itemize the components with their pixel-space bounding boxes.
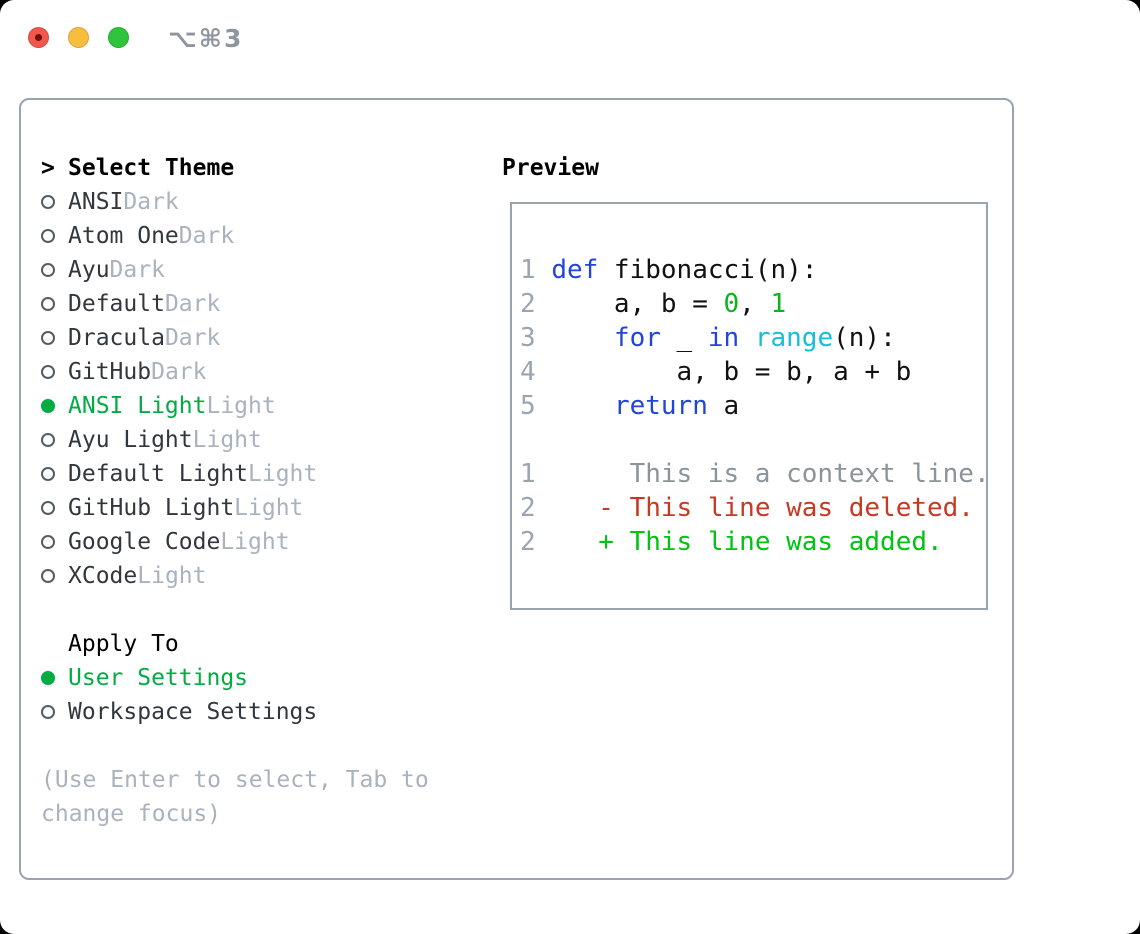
radio-icon — [41, 569, 55, 583]
radio-icon — [41, 331, 55, 345]
theme-picker-panel: > Select Theme ANSI Dark Atom One Dark Ay… — [19, 98, 1014, 880]
radio-icon — [41, 705, 55, 719]
preview-code-box: 1 def fibonacci(n): 2 a, b = 0, 1 3 for … — [510, 202, 990, 610]
code-line: 1 def fibonacci(n): — [520, 255, 818, 285]
theme-option-ansi-dark[interactable]: ANSI Dark — [41, 185, 179, 219]
theme-option-ansi-light[interactable]: ANSI Light Light — [41, 389, 276, 423]
close-button[interactable] — [28, 27, 49, 48]
theme-option-github-dark[interactable]: GitHub Dark — [41, 355, 206, 389]
preview-title: Preview — [502, 155, 599, 181]
select-theme-title: Select Theme — [68, 155, 235, 181]
theme-option-default-dark[interactable]: Default Dark — [41, 287, 220, 321]
blank-line — [520, 423, 986, 457]
minimize-button[interactable] — [68, 27, 89, 48]
apply-option-user-settings[interactable]: User Settings — [41, 661, 248, 695]
titlebar: ⌥⌘3 — [0, 0, 1140, 75]
radio-icon — [41, 433, 55, 447]
apply-option-workspace-settings[interactable]: Workspace Settings — [41, 695, 317, 729]
radio-selected-icon — [41, 399, 55, 413]
theme-option-default-light[interactable]: Default Light Light — [41, 457, 317, 491]
window-title-shortcut: ⌥⌘3 — [168, 24, 244, 53]
theme-option-xcode[interactable]: XCode Light — [41, 559, 207, 593]
code-line: 5 return a — [520, 391, 740, 421]
radio-icon — [41, 263, 55, 277]
theme-option-google-code[interactable]: Google Code Light — [41, 525, 290, 559]
code-line: 2 a, b = 0, 1 — [520, 289, 787, 319]
radio-icon — [41, 501, 55, 515]
focus-caret-icon: > — [41, 155, 55, 181]
select-theme-header: > Select Theme — [41, 151, 234, 185]
radio-icon — [41, 467, 55, 481]
radio-icon — [41, 195, 55, 209]
radio-icon — [41, 297, 55, 311]
theme-option-atom-one-dark[interactable]: Atom One Dark — [41, 219, 234, 253]
apply-to-title: Apply To — [68, 631, 179, 657]
diff-deleted-line: 2 - This line was deleted. — [520, 493, 974, 523]
unsaved-dot-icon — [35, 34, 42, 41]
theme-option-dracula-dark[interactable]: Dracula Dark — [41, 321, 220, 355]
theme-option-ayu-light[interactable]: Ayu Light Light — [41, 423, 262, 457]
maximize-button[interactable] — [108, 27, 129, 48]
theme-option-ayu-dark[interactable]: Ayu Dark — [41, 253, 165, 287]
theme-option-github-light[interactable]: GitHub Light Light — [41, 491, 303, 525]
radio-icon — [41, 365, 55, 379]
code-line: 3 for _ in range(n): — [520, 323, 896, 353]
diff-added-line: 2 + This line was added. — [520, 527, 943, 557]
radio-icon — [41, 535, 55, 549]
help-text: (Use Enter to select, Tab to change focu… — [41, 767, 429, 827]
code-line: 4 a, b = b, a + b — [520, 357, 912, 387]
radio-icon — [41, 229, 55, 243]
radio-selected-icon — [41, 671, 55, 685]
diff-context-line: 1 This is a context line. — [520, 459, 990, 489]
